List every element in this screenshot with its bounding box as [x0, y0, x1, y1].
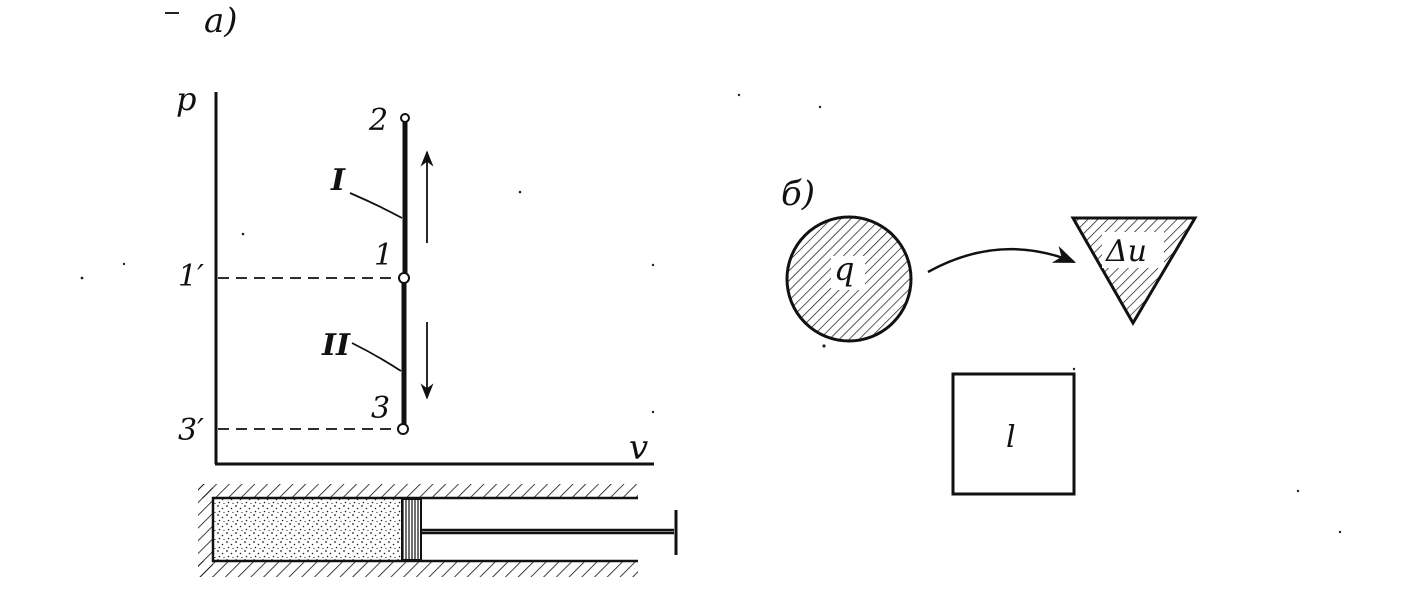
axis-p-label: p: [176, 80, 196, 118]
cylinder-bottom-wall: [198, 561, 638, 577]
state-point-2: [400, 113, 410, 123]
process-I-label: I: [330, 163, 346, 198]
point-2-label: 2: [368, 103, 388, 138]
leader-I: [349, 192, 403, 219]
triangle-du-label: Δu: [1105, 234, 1147, 269]
tick-3prime-label: 3′: [178, 413, 204, 448]
panel-a-label: а): [204, 1, 238, 41]
point-1-label: 1: [374, 238, 393, 273]
axis-v-label: v: [629, 428, 648, 468]
process-II-label: II: [321, 328, 351, 363]
leader-II: [351, 342, 402, 372]
state-point-1: [398, 272, 410, 284]
flow-arrow: [927, 246, 1077, 274]
panel-a: а) p v 1′ 3′ 2 1 3 I II: [176, 1, 678, 577]
work-square: [951, 372, 1076, 496]
piston: [401, 498, 422, 561]
panel-b: б) q Δu l: [781, 174, 1198, 496]
cylinder-end-wall: [198, 484, 213, 577]
square-l-label: l: [1006, 420, 1016, 455]
pv-axes: [214, 92, 654, 466]
panel-b-label: б): [781, 174, 815, 214]
tick-1prime-label: 1′: [178, 259, 204, 294]
heat-label-bg: [831, 256, 865, 290]
cylinder-top-wall: [198, 484, 638, 498]
scan-specks: [80, 12, 1342, 534]
point-3-label: 3: [371, 391, 390, 426]
gas-volume: [214, 499, 402, 560]
cylinder-piston: [198, 484, 678, 577]
state-point-3: [397, 423, 409, 435]
circle-q-label: q: [834, 250, 854, 288]
du-label-bg: [1102, 232, 1164, 268]
